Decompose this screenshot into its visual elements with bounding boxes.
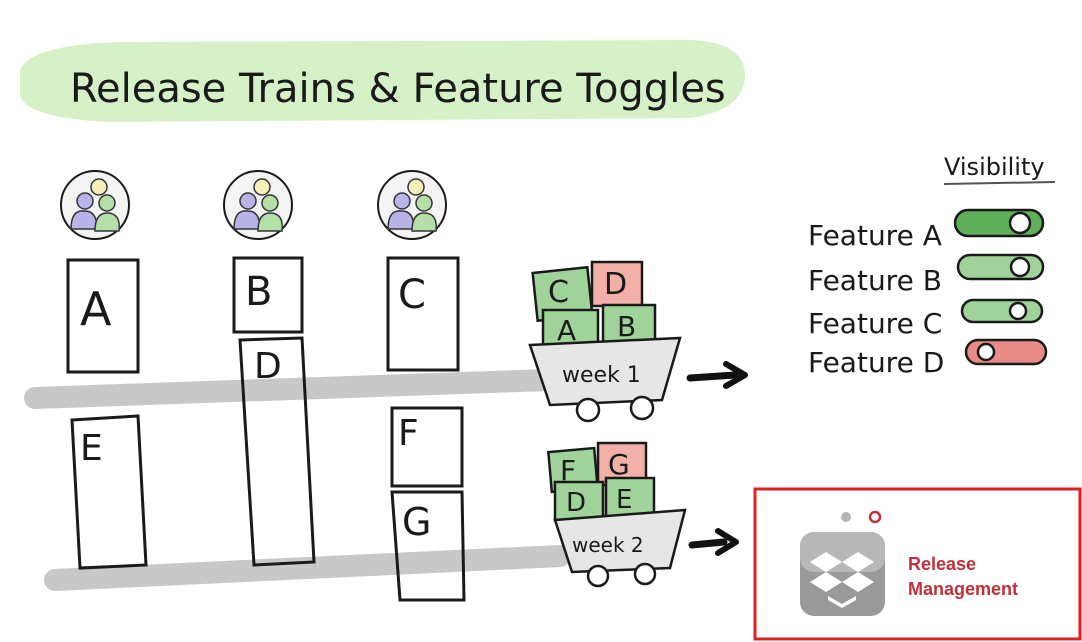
cart-wheel bbox=[629, 395, 655, 421]
task-label: B bbox=[245, 269, 272, 315]
release-management-badge[interactable]: Release Management bbox=[753, 487, 1082, 641]
arrow-icon bbox=[686, 371, 739, 382]
cart-label: week 2 bbox=[572, 533, 644, 557]
task-box bbox=[390, 406, 464, 488]
status-dot bbox=[841, 512, 851, 522]
task-box bbox=[238, 336, 316, 567]
task-label: D bbox=[254, 346, 282, 387]
team-avatar bbox=[223, 170, 293, 240]
task-label: A bbox=[80, 282, 112, 336]
toggle-label: Feature C bbox=[808, 307, 942, 340]
visibility-heading: Visibility bbox=[944, 153, 1045, 181]
task-columns: A E B D C F G bbox=[66, 256, 466, 602]
badge-line-2: Management bbox=[908, 579, 1018, 599]
cart-block-label: D bbox=[566, 488, 586, 518]
task-label: E bbox=[80, 428, 103, 469]
cart-block-label: A bbox=[557, 314, 576, 347]
cart-wheel bbox=[586, 564, 610, 588]
cart-wheel bbox=[575, 397, 601, 423]
cart-wheel bbox=[633, 562, 657, 586]
badge-line-1: Release bbox=[908, 554, 976, 574]
team-avatar bbox=[60, 170, 130, 240]
toggle-switch[interactable] bbox=[956, 253, 1045, 281]
team-avatar bbox=[377, 170, 447, 240]
toggle-label: Feature A bbox=[808, 219, 942, 252]
status-dot bbox=[868, 510, 882, 524]
task-box bbox=[66, 258, 140, 374]
toggle-switch[interactable] bbox=[960, 298, 1044, 324]
task-box bbox=[70, 414, 148, 570]
arrow-head-icon bbox=[723, 361, 748, 389]
visibility-underline bbox=[943, 181, 1056, 185]
cart-block-label: C bbox=[548, 275, 569, 310]
toggle-switch[interactable] bbox=[964, 338, 1048, 366]
cart-label: week 1 bbox=[562, 363, 641, 388]
title-banner: Release Trains & Feature Toggles bbox=[20, 40, 745, 122]
arrow-head-icon bbox=[715, 528, 739, 556]
task-box bbox=[390, 490, 466, 602]
task-box bbox=[386, 256, 460, 372]
task-label: G bbox=[402, 500, 431, 544]
cart-block-label: G bbox=[608, 448, 630, 481]
toggle-label: Feature B bbox=[808, 264, 942, 297]
dropbox-icon bbox=[800, 532, 885, 616]
cart-block-label: D bbox=[604, 267, 627, 302]
release-cart-week-2: F G D E week 2 bbox=[546, 441, 739, 588]
cart-body bbox=[553, 508, 687, 574]
toggle-switch[interactable] bbox=[953, 208, 1045, 238]
cart-block-label: F bbox=[560, 454, 576, 487]
release-rails bbox=[24, 369, 571, 591]
toggle-label: Feature D bbox=[808, 346, 944, 379]
cart-block bbox=[604, 476, 656, 520]
team-avatars bbox=[60, 170, 447, 240]
visibility-panel: Visibility Feature A Feature B Feature C… bbox=[808, 153, 1056, 379]
cart-block-label: E bbox=[616, 485, 632, 515]
page-title: Release Trains & Feature Toggles bbox=[70, 66, 726, 112]
rail-week-2 bbox=[44, 545, 571, 591]
task-box bbox=[232, 256, 304, 334]
release-cart-week-1: C D A B week 1 bbox=[528, 260, 748, 423]
arrow-icon bbox=[688, 538, 728, 549]
task-label: C bbox=[398, 272, 426, 318]
cart-block-label: B bbox=[617, 310, 636, 343]
rail-week-1 bbox=[24, 369, 559, 409]
cart-body bbox=[528, 336, 682, 407]
title-band bbox=[20, 40, 745, 122]
task-label: F bbox=[398, 413, 419, 454]
